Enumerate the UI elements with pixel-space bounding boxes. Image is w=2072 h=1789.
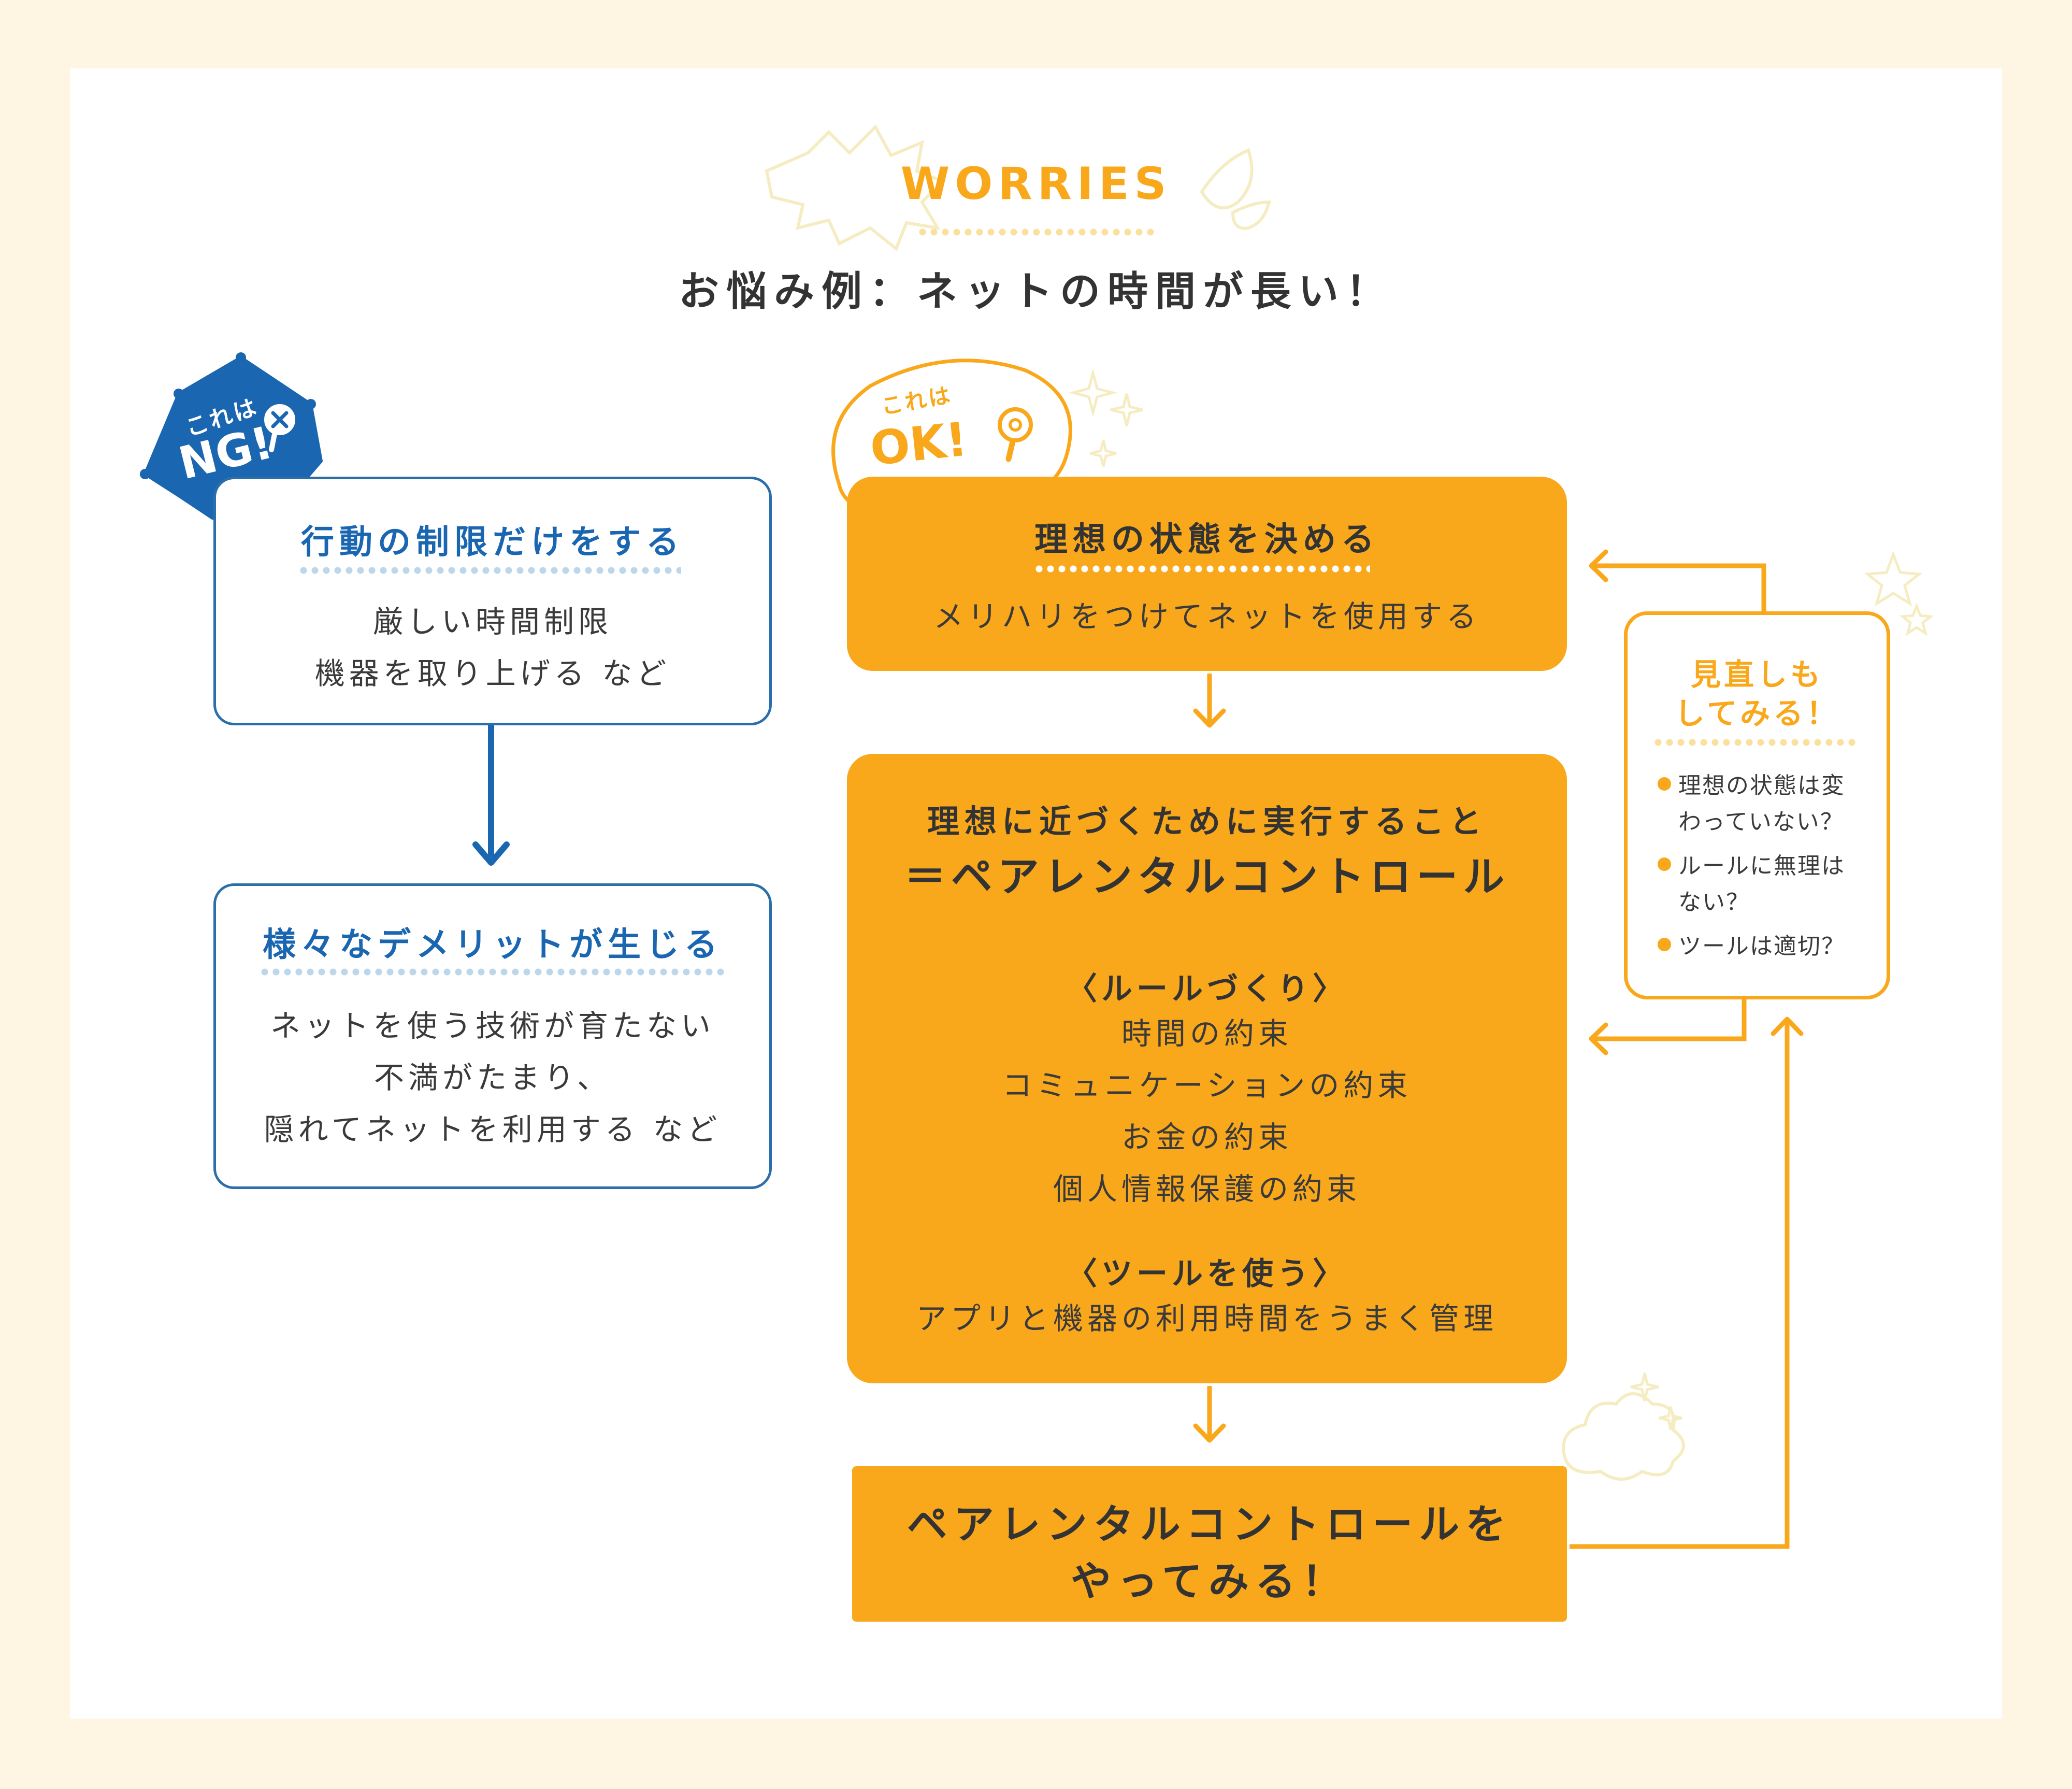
rule-item: 時間の約束: [1121, 1016, 1292, 1051]
star-icon: [1864, 550, 1923, 607]
ng-box1-line: 厳しい時間制限: [372, 604, 612, 639]
tools-heading: 〈ツールを使う〉: [1066, 1256, 1348, 1292]
review-item-line: ない？: [1678, 889, 1750, 915]
ok-box1-title: 理想の状態を決める: [1034, 521, 1379, 559]
ng-box1-line: 機器を取り上げる など: [314, 656, 671, 691]
sparkle-icon: [1068, 368, 1118, 418]
ng-box-demerits: [213, 883, 772, 1189]
loop-to-box2-arrow: [1589, 994, 1747, 1055]
ok-box2-title: 理想に近づくために実行すること: [927, 803, 1487, 840]
ok-box-parental-control: [847, 754, 1567, 1383]
header-eyebrow: WORRIES: [900, 158, 1172, 210]
rule-item: 個人情報保護の約束: [1053, 1171, 1361, 1207]
ok-badge-big: OK!: [868, 412, 970, 477]
ok-down-arrow-2: [1193, 1386, 1226, 1443]
loop-to-box1-arrow: [1589, 549, 1766, 613]
ng-box1-title: 行動の制限だけをする: [301, 523, 684, 562]
sparkle-icon: [1090, 440, 1117, 467]
ng-box2-line: 隠れてネットを利用する など: [264, 1112, 722, 1147]
rule-item: お金の約束: [1121, 1120, 1292, 1155]
ng-box2-dots: [259, 968, 728, 976]
page-title: お悩み例：ネットの時間が長い！: [678, 268, 1393, 315]
drop-doodle-icon-2: [1231, 200, 1271, 230]
review-item-line: ルールに無理は: [1678, 853, 1845, 879]
final-line-1: ペアレンタルコントロールを: [906, 1501, 1513, 1548]
review-bullet: [1658, 857, 1671, 871]
ng-box2-line: ネットを使う技術が育たない: [270, 1008, 715, 1043]
rules-heading: 〈ルールづくり〉: [1066, 971, 1348, 1007]
review-item-line: わっていない？: [1678, 809, 1844, 835]
ng-box1-dots: [298, 566, 681, 575]
header-dots: [917, 228, 1155, 236]
magnifier-o-icon: [998, 407, 1033, 462]
magnifier-x-icon: [264, 404, 295, 452]
sparkle-icon: [1630, 1372, 1659, 1401]
ok-down-arrow-1: [1193, 674, 1226, 728]
ok-box1-line: メリハリをつけてネットを使用する: [933, 599, 1480, 634]
review-box: [1624, 611, 1890, 999]
ng-box-restriction: [213, 477, 772, 725]
sparkle-icon: [1659, 1406, 1682, 1430]
splash-doodle-icon: [765, 124, 946, 251]
drop-doodle-icon: [1200, 148, 1254, 210]
cloud-doodle-icon: [1562, 1392, 1685, 1481]
ok-box-try-it: [852, 1466, 1567, 1622]
review-bullet: [1658, 777, 1671, 791]
rule-item: コミュニケーションの約束: [1002, 1068, 1412, 1103]
ok-box1-dots: [1033, 565, 1370, 573]
ng-box2-line: 不満がたまり、: [374, 1060, 611, 1095]
ng-box2-title: 様々なデメリットが生じる: [263, 926, 723, 964]
review-item-line: ツールは適切？: [1678, 933, 1845, 960]
ok-box2-subtitle: ＝ペアレンタルコントロール: [904, 853, 1510, 901]
ok-box-ideal-state: [847, 477, 1567, 671]
review-bullet: [1658, 938, 1671, 951]
review-title-1: 見直しも: [1690, 657, 1823, 692]
sparkle-icon: [1110, 393, 1143, 426]
review-item-line: 理想の状態は変: [1678, 772, 1845, 799]
loop-from-final-arrow: [1570, 1017, 1804, 1549]
review-dots: [1652, 738, 1860, 747]
final-line-2: やってみる！: [1070, 1558, 1349, 1605]
star-icon: [1899, 603, 1934, 636]
ng-down-arrow: [472, 723, 510, 866]
tool-item: アプリと機器の利用時間をうまく管理: [916, 1301, 1498, 1336]
review-title-2: してみる！: [1674, 696, 1840, 731]
